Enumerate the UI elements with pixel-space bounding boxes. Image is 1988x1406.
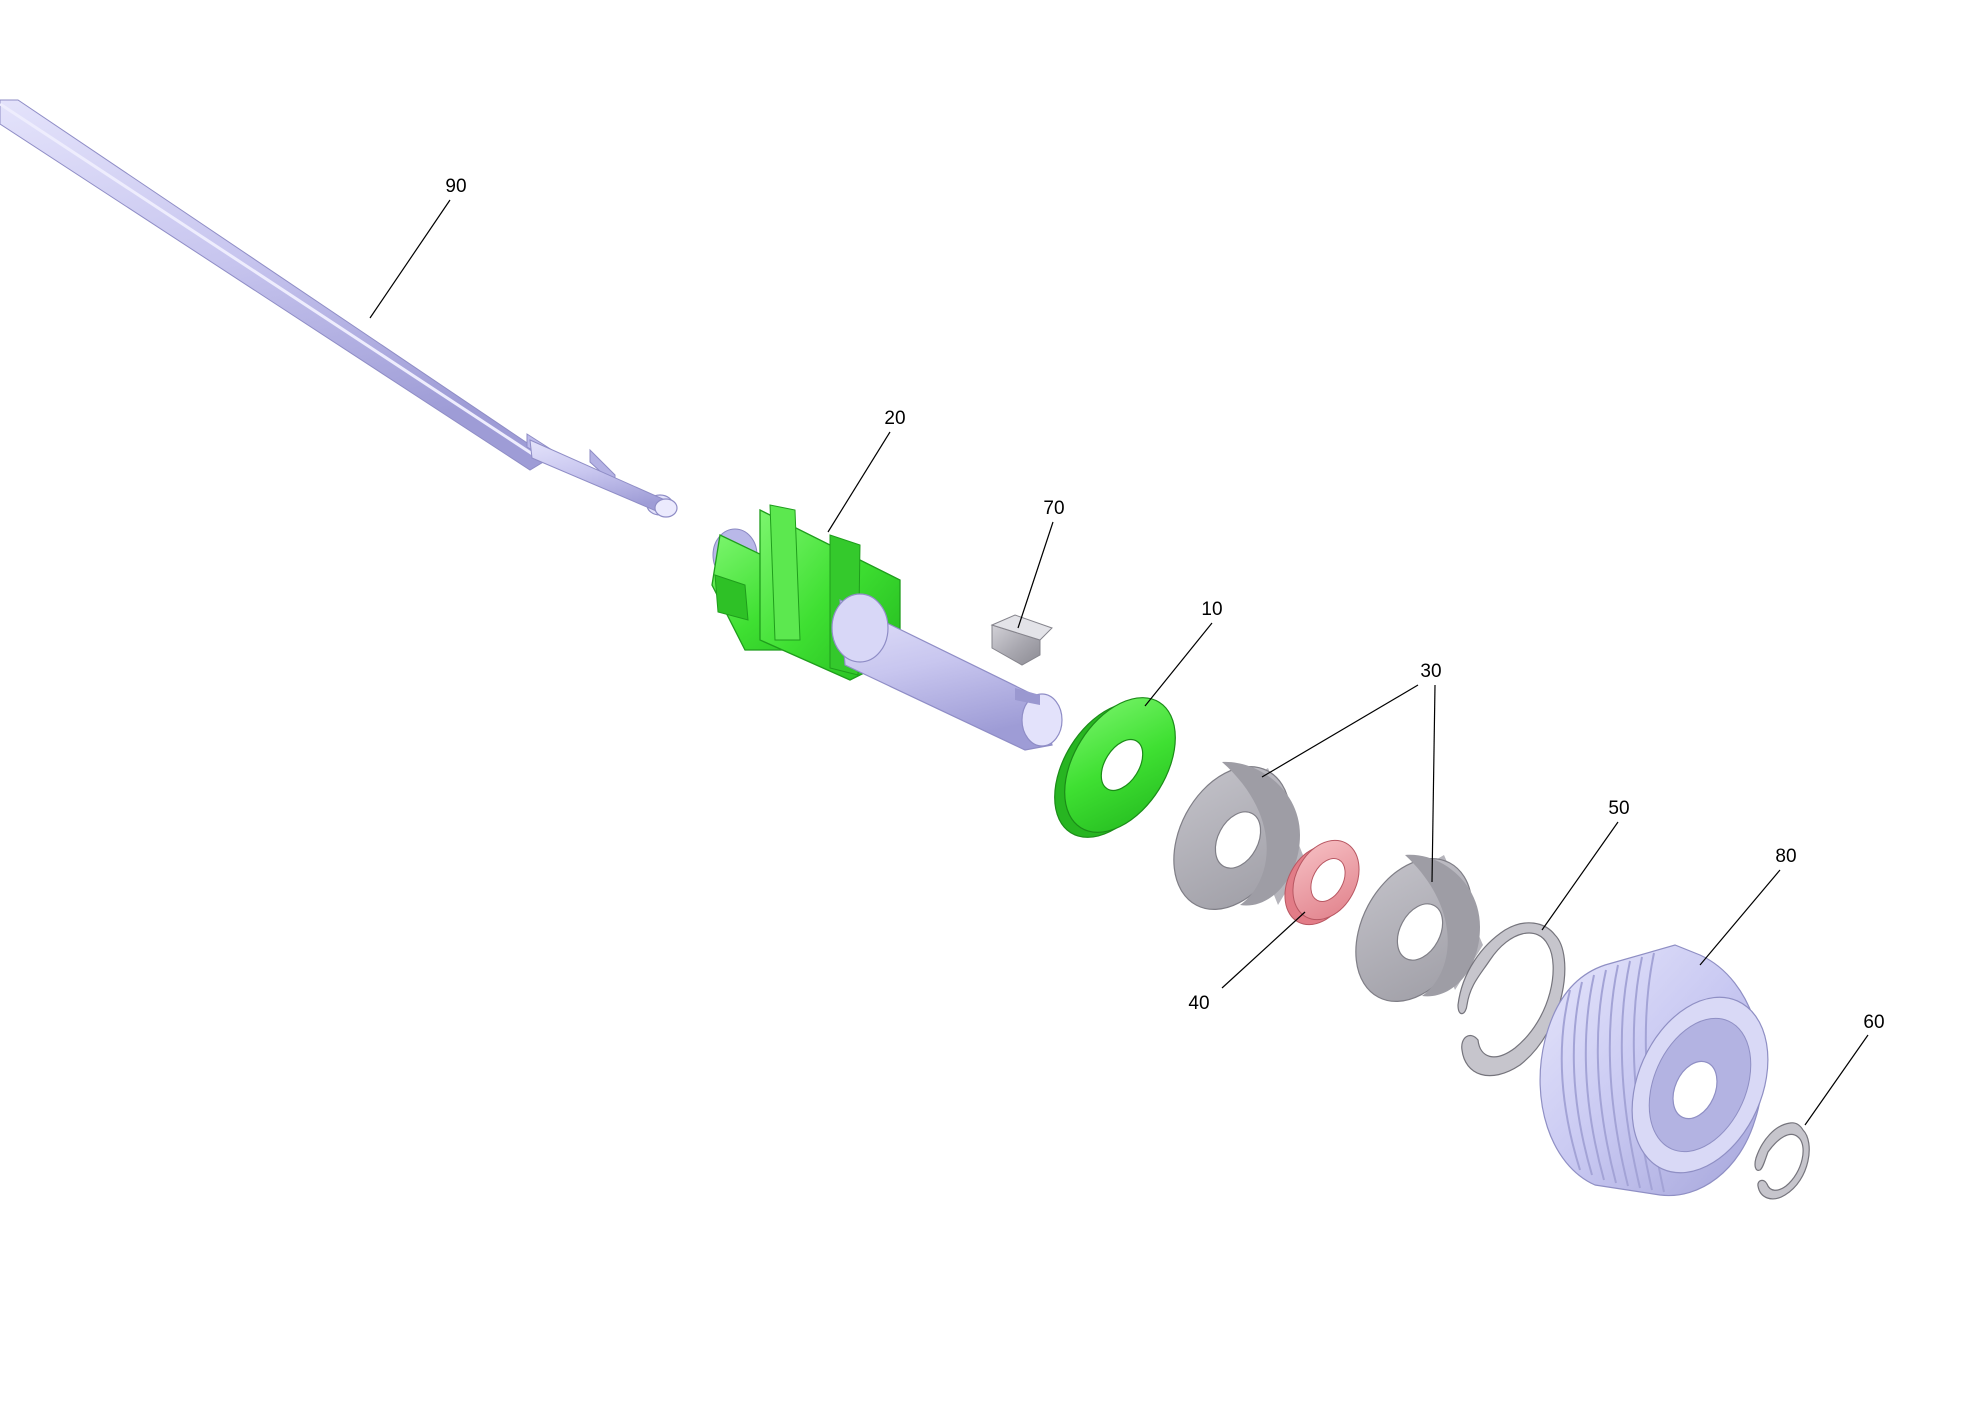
leader-line-60 (1804, 1034, 1869, 1126)
leader-line-80 (1699, 869, 1781, 966)
pulley-part-80 (1539, 944, 1769, 1197)
callout-30: 30 (1420, 661, 1441, 682)
leader-line-20 (827, 431, 891, 533)
callout-50: 50 (1608, 798, 1629, 819)
callout-80: 80 (1775, 846, 1796, 867)
washer-part-10 (1054, 697, 1176, 838)
leader-lines (369, 199, 1869, 1126)
key-part-70 (990, 614, 1053, 666)
spacer-part-40 (1284, 839, 1360, 926)
leader-line-90 (369, 199, 451, 319)
leader-line-30-a (1261, 684, 1419, 778)
callout-90: 90 (445, 176, 466, 197)
shaft-part-90 (0, 99, 678, 518)
callout-70: 70 (1043, 498, 1064, 519)
callout-60: 60 (1863, 1012, 1884, 1033)
bearing-part-30-b (1355, 854, 1483, 1003)
retaining-ring-part-50 (1457, 922, 1566, 1077)
callout-20: 20 (884, 408, 905, 429)
rotor-part-20 (711, 504, 1063, 751)
leader-line-40 (1221, 911, 1306, 989)
leader-line-10 (1144, 622, 1213, 707)
leader-line-70 (1017, 521, 1054, 629)
leader-line-50 (1541, 821, 1619, 931)
circlip-part-60 (1754, 1122, 1810, 1200)
callout-labels: 90 20 70 10 30 40 50 80 60 (445, 176, 1884, 1033)
bearing-part-30-a (1173, 761, 1305, 911)
callout-10: 10 (1201, 599, 1222, 620)
leader-line-30-b (1431, 684, 1436, 883)
callout-40: 40 (1188, 993, 1209, 1014)
